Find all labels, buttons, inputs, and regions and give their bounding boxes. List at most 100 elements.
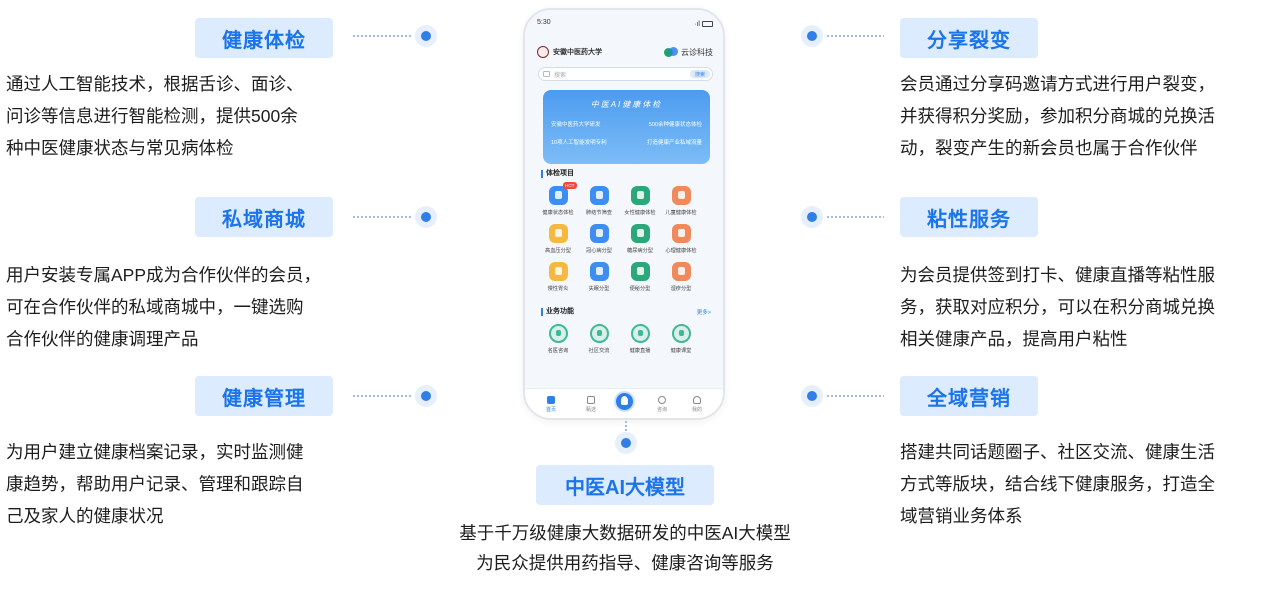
desc-sticky-service: 为会员提供签到打卡、健康直播等粘性服 务，获取对应积分，可以在积分商城兑换 相关… — [900, 265, 1215, 349]
checkup-item[interactable]: HOT 健康状态体检 — [536, 182, 580, 220]
checkup-icon — [589, 186, 609, 205]
service-label: 健康课堂 — [670, 348, 692, 354]
service-item[interactable]: 名医咨询 — [536, 324, 580, 358]
checkup-label: 心理健康体检 — [665, 248, 697, 254]
checkup-icon — [548, 224, 568, 243]
tab-select[interactable]: 甄选 — [581, 396, 601, 413]
service-icon — [589, 324, 609, 343]
service-label: 名医咨询 — [547, 348, 569, 354]
checkup-icon — [630, 262, 650, 281]
checkup-item[interactable]: 冠心病分型 — [577, 224, 621, 258]
connector-line — [352, 216, 412, 218]
desc-share-fission: 会员通过分享码邀请方式进行用户裂变， 并获得积分奖励，参加积分商城的兑换活 动，… — [900, 74, 1215, 158]
checkup-label: 肺结节筛查 — [586, 210, 612, 216]
tab-mine[interactable]: 我的 — [687, 396, 707, 413]
checkup-label: 糖尿病分型 — [627, 248, 653, 254]
connector-line — [352, 35, 412, 37]
checkup-item[interactable]: 心理健康体检 — [659, 224, 703, 258]
connector-node — [801, 385, 823, 407]
checkup-item[interactable]: 儿童健康体检 — [659, 186, 703, 220]
checkup-icon — [671, 262, 691, 281]
hot-badge: HOT — [563, 182, 577, 189]
checkup-icon — [671, 186, 691, 205]
connector-node — [615, 432, 637, 454]
tag-health-management: 健康管理 — [195, 376, 333, 416]
signal-icon: ·ıl — [694, 20, 700, 28]
phone-mockup: 5:30 ·ıl 安徽中医药大学 云诊科技 搜索 搜索 中医AI健康体检 安徽中… — [523, 8, 725, 420]
checkup-icon — [548, 186, 568, 205]
scan-icon[interactable] — [543, 71, 550, 77]
checkup-label: 女性健康体检 — [624, 210, 656, 216]
checkup-icon — [589, 262, 609, 281]
connector-node — [801, 25, 823, 47]
more-link[interactable]: 更多> — [696, 310, 711, 316]
checkup-item[interactable]: 便秘分型 — [618, 262, 662, 296]
desc-health-management: 为用户建立健康档案记录，实时监测健 康趋势，帮助用户记录、管理和跟踪自 己及家人… — [6, 442, 304, 526]
banner-title: 中医AI健康体检 — [590, 100, 663, 109]
checkup-item[interactable]: 女性健康体检 — [618, 186, 662, 220]
service-icon — [630, 324, 650, 343]
bottom-tab-bar: 首页 甄选 咨询 我的 — [525, 388, 723, 418]
service-item[interactable]: 社区交流 — [577, 324, 621, 358]
desc-omni-marketing: 搭建共同话题圈子、社区交流、健康生活 方式等版块，结合线下健康服务，打造全 域营… — [900, 442, 1215, 526]
connector-line-vertical — [625, 420, 627, 432]
checkup-item[interactable]: 肺结节筛查 — [577, 186, 621, 220]
checkup-label: 儿童健康体检 — [665, 210, 697, 216]
connector-node — [415, 385, 437, 407]
service-label: 社区交流 — [588, 348, 610, 354]
tag-private-mall: 私域商城 — [195, 197, 333, 237]
tab-home[interactable]: 首页 — [541, 396, 561, 413]
checkup-label: 慢性胃炎 — [547, 286, 569, 292]
chat-icon — [658, 396, 666, 404]
shop-icon — [587, 396, 595, 404]
banner-text: 500余种健康状态体检 — [648, 122, 702, 128]
checkup-item[interactable]: 高血压分型 — [536, 224, 580, 258]
service-item[interactable]: 健康直播 — [618, 324, 662, 358]
desc-ai-model-line2: 为民众提供用药指导、健康咨询等服务 — [476, 553, 774, 573]
search-input[interactable]: 搜索 搜索 — [538, 67, 713, 81]
checkup-label: 健康状态体检 — [542, 210, 574, 216]
tag-share-fission: 分享裂变 — [900, 18, 1038, 58]
desc-health-check: 通过人工智能技术，根据舌诊、面诊、 问诊等信息进行智能检测，提供500余 种中医… — [6, 74, 304, 158]
section-title-checkups: 体检项目 — [541, 170, 574, 178]
tag-ai-model: 中医AI大模型 — [536, 465, 714, 505]
connector-line — [826, 35, 884, 37]
banner-text: 打造健康产业私域流量 — [646, 140, 702, 146]
checkup-item[interactable]: 糖尿病分型 — [618, 224, 662, 258]
checkup-label: 冠心病分型 — [586, 248, 612, 254]
search-button[interactable]: 搜索 — [690, 70, 710, 78]
checkup-label: 失眠分型 — [588, 286, 610, 292]
desc-private-mall: 用户安装专属APP成为合作伙伴的会员， 可在合作伙伴的私域商城中，一键选购 合作… — [6, 265, 322, 349]
connector-node — [801, 206, 823, 228]
checkup-item[interactable]: 失眠分型 — [577, 262, 621, 296]
checkup-icon — [671, 224, 691, 243]
service-icon — [671, 324, 691, 343]
connector-node — [415, 206, 437, 228]
checkup-label: 高血压分型 — [545, 248, 571, 254]
tag-health-check: 健康体检 — [195, 18, 333, 58]
home-icon — [547, 396, 555, 404]
checkup-label: 便秘分型 — [629, 286, 651, 292]
user-icon — [693, 396, 701, 404]
banner-text: 安徽中医药大学研发 — [551, 122, 601, 128]
checkup-label: 湿疹分型 — [670, 286, 692, 292]
company-logo: 云诊科技 — [664, 46, 713, 58]
battery-icon: ·ıl — [694, 19, 713, 29]
checkup-icon — [548, 262, 568, 281]
checkup-item[interactable]: 慢性胃炎 — [536, 262, 580, 296]
ai-doctor-avatar-icon[interactable] — [614, 391, 635, 412]
promo-banner[interactable]: 中医AI健康体检 安徽中医药大学研发 500余种健康状态体检 10项人工智能发明… — [543, 90, 710, 164]
tab-consult[interactable]: 咨询 — [652, 396, 672, 413]
connector-line — [826, 216, 884, 218]
checkup-item[interactable]: 湿疹分型 — [659, 262, 703, 296]
checkup-icon — [630, 224, 650, 243]
section-title-services: 业务功能 — [541, 308, 574, 316]
status-time: 5:30 — [537, 19, 551, 26]
university-logo: 安徽中医药大学 — [537, 46, 602, 58]
service-label: 健康直播 — [629, 348, 651, 354]
checkup-icon — [630, 186, 650, 205]
checkup-icon — [589, 224, 609, 243]
service-item[interactable]: 健康课堂 — [659, 324, 703, 358]
service-icon — [548, 324, 568, 343]
status-bar: 5:30 ·ıl — [537, 19, 713, 29]
